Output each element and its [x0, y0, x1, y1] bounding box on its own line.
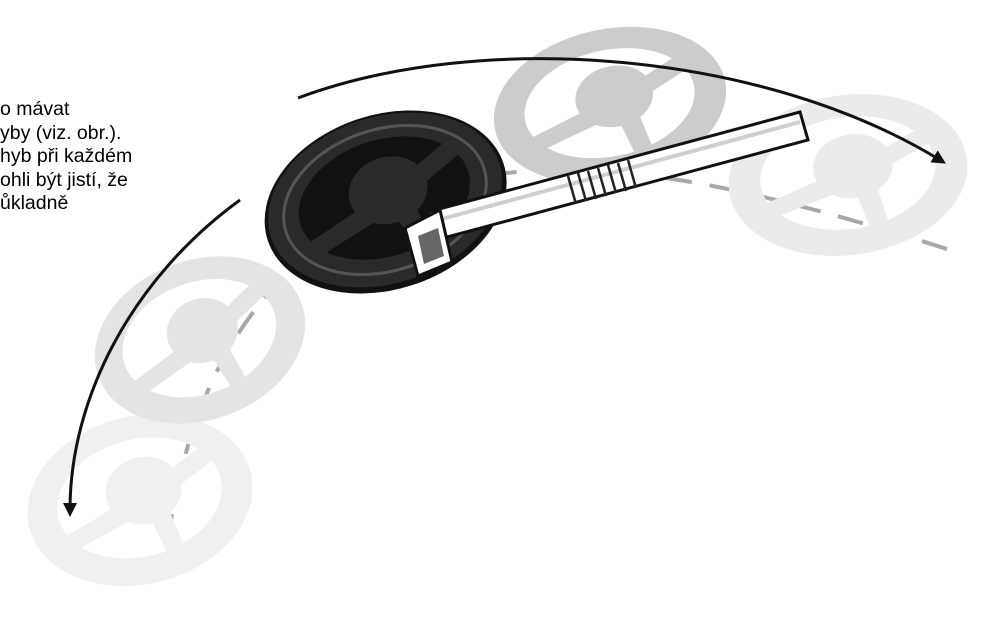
search-coil-ghost-icon [9, 391, 271, 609]
instruction-line: ůkladně [0, 192, 250, 216]
instruction-line: yby (viz. obr.). [0, 122, 250, 146]
search-coil-ghost-icon [718, 79, 978, 271]
instruction-line: o mávat [0, 98, 250, 122]
instruction-text: o mávat yby (viz. obr.). hyb při každém … [0, 98, 250, 216]
instruction-line: ohli být jistí, že [0, 169, 250, 193]
instruction-line: hyb při každém [0, 145, 250, 169]
